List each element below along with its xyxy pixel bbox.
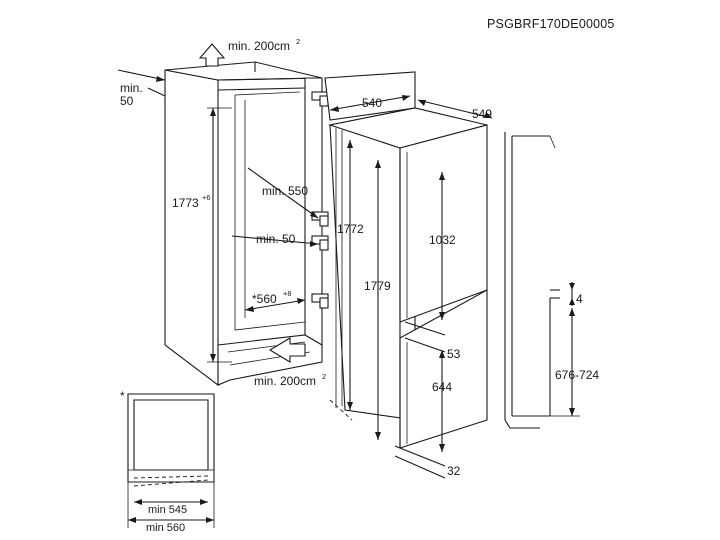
min-560-label: min 560 bbox=[146, 522, 185, 534]
min-50-label: min. 50 bbox=[256, 232, 296, 246]
min-545-label: min 545 bbox=[148, 504, 187, 516]
vent-bottom-sup: 2 bbox=[322, 372, 326, 381]
vent-top-sup: 2 bbox=[296, 37, 300, 46]
inset-section bbox=[127, 393, 215, 528]
appliance-depth-label: 549 bbox=[472, 107, 492, 121]
niche-height-label: 1773 bbox=[172, 196, 199, 210]
vent-arrow-top-icon bbox=[198, 43, 226, 67]
vent-bottom-label: min. 200cm bbox=[254, 374, 316, 388]
appliance-body bbox=[324, 71, 488, 449]
vent-top-label: min. 200cm bbox=[228, 39, 290, 53]
gap-32-label: 32 bbox=[447, 464, 461, 478]
min-50-top-label-a: min. bbox=[120, 81, 143, 95]
min-550-label: min. 550 bbox=[262, 184, 308, 198]
niche-width-label: *560 bbox=[252, 292, 277, 306]
appliance-height-label: 1779 bbox=[364, 279, 391, 293]
gap-53-label: 53 bbox=[447, 347, 461, 361]
side-section bbox=[504, 132, 580, 429]
side-range-label: 676-724 bbox=[555, 368, 599, 382]
lower-door-label: 644 bbox=[432, 380, 452, 394]
door-width-label: 540 bbox=[362, 96, 382, 110]
appliance-dimensions bbox=[329, 95, 493, 479]
asterisk-label: * bbox=[120, 389, 125, 403]
niche-height-sup: +6 bbox=[202, 193, 211, 202]
vent-arrow-bottom-icon bbox=[268, 337, 306, 363]
niche-dimensions bbox=[117, 69, 319, 363]
niche-width-sup: +8 bbox=[283, 289, 292, 298]
niche-cabinet bbox=[164, 61, 329, 387]
min-50-top-label-b: 50 bbox=[120, 94, 134, 108]
door-height-label: 1772 bbox=[337, 222, 364, 236]
upper-door-label: 1032 bbox=[429, 233, 456, 247]
side-4-label: 4 bbox=[576, 292, 583, 306]
document-code: PSGBRF170DE00005 bbox=[487, 17, 615, 31]
